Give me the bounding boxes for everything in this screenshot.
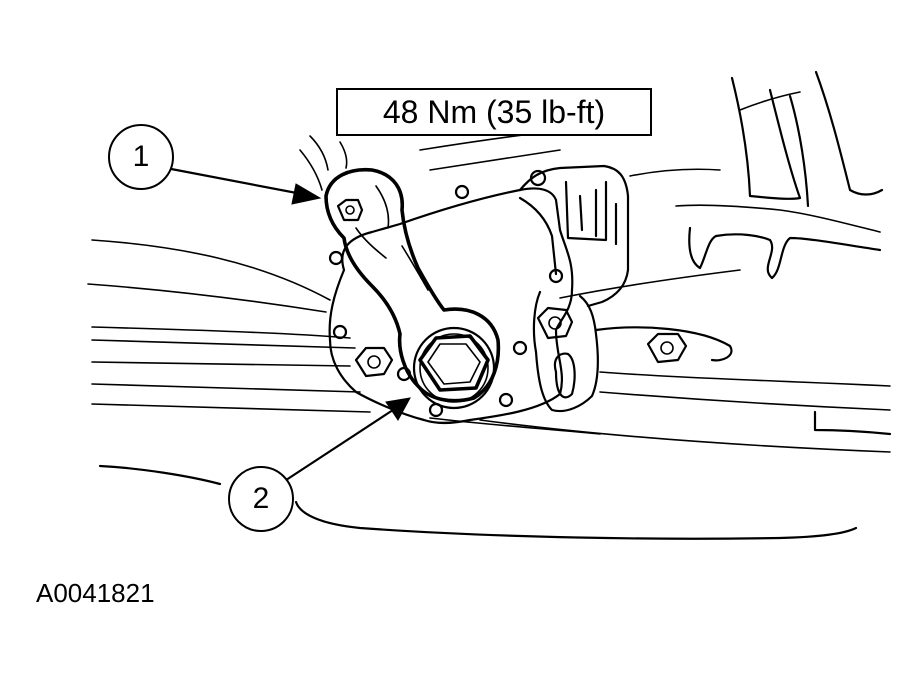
bracket-right: [688, 70, 884, 280]
leader-lines: [164, 166, 411, 486]
housing-bolts: [354, 306, 688, 378]
callout-2: 2: [228, 466, 294, 532]
case-lines: [87, 125, 892, 540]
torque-spec-label: 48 Nm (35 lb-ft): [336, 88, 652, 136]
manual-lever: [299, 135, 501, 403]
callout-1: 1: [108, 124, 174, 190]
figure-id: A0041821: [36, 578, 155, 608]
shaft-nut: [412, 326, 496, 410]
sensor-housing: [328, 164, 630, 425]
